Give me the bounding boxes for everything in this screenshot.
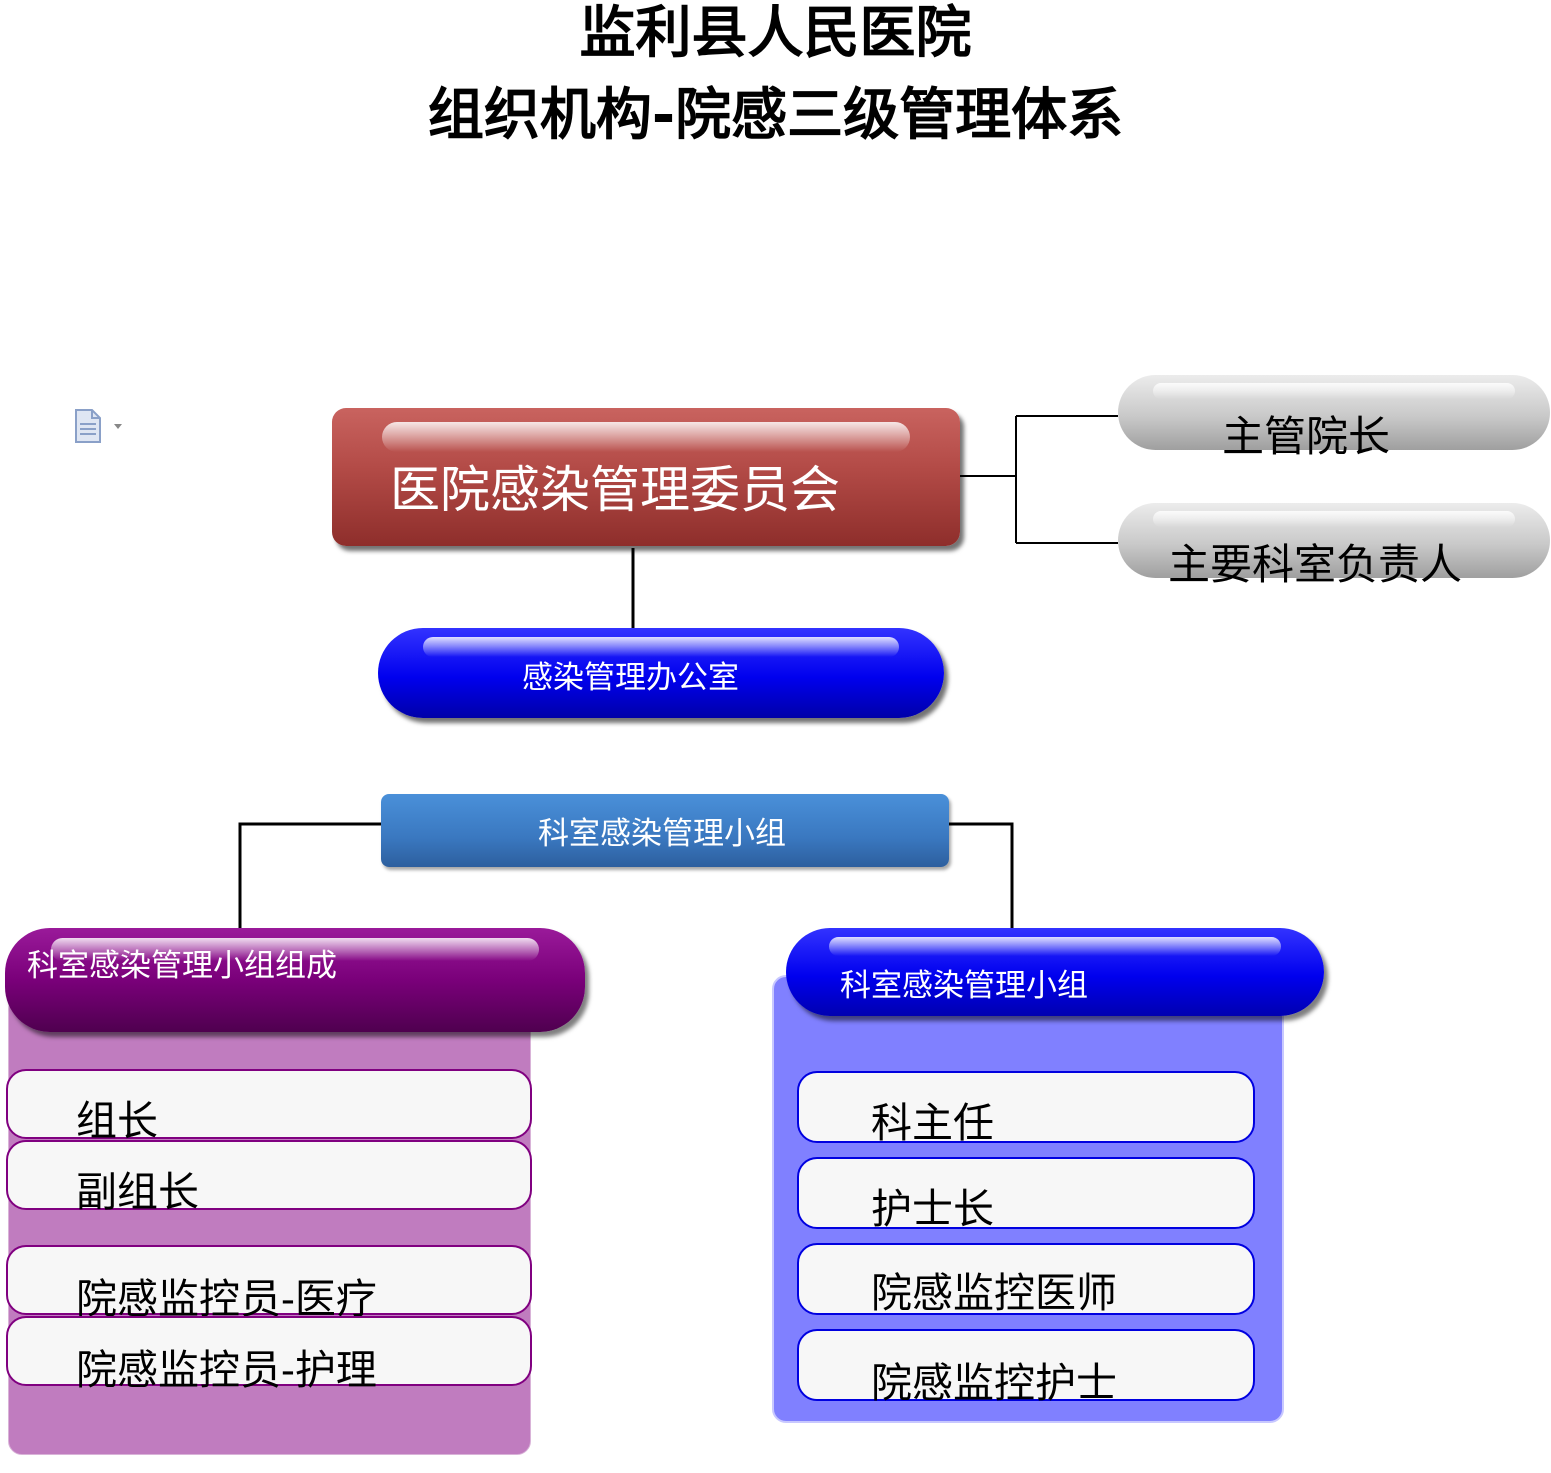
right-item: 护士长 xyxy=(797,1157,1255,1233)
page-title: 监利县人民医院 xyxy=(579,1,972,66)
left-item: 院感监控员-护理 xyxy=(6,1316,532,1394)
connector-to-right-panel xyxy=(949,822,1014,940)
left-panel-header-label: 科室感染管理小组组成 xyxy=(27,948,337,984)
director-label: 主管院长 xyxy=(1222,412,1391,461)
left-panel-header: 科室感染管理小组组成 xyxy=(5,928,585,1032)
right-item-label: 院感监控护士 xyxy=(871,1359,1117,1407)
office-label: 感染管理办公室 xyxy=(522,660,739,696)
left-item: 组长 xyxy=(6,1069,532,1145)
left-item: 副组长 xyxy=(6,1140,532,1216)
dept-group-box: 科室感染管理小组 xyxy=(381,794,949,867)
director-box: 主管院长 xyxy=(1118,375,1550,461)
left-item-label: 副组长 xyxy=(76,1168,199,1216)
left-item-label: 院感监控员-医疗 xyxy=(76,1275,377,1323)
page-subtitle: 组织机构-院感三级管理体系 xyxy=(427,83,1124,148)
right-item-label: 护士长 xyxy=(871,1185,994,1233)
dept-heads-label: 主要科室负责人 xyxy=(1168,540,1463,589)
connector-to-left-panel xyxy=(238,822,381,940)
document-icon[interactable] xyxy=(74,408,122,444)
left-item-label: 组长 xyxy=(76,1097,158,1145)
right-item: 科主任 xyxy=(797,1071,1255,1147)
right-panel-header: 科室感染管理小组 xyxy=(786,928,1324,1016)
committee-box: 医院感染管理委员会 xyxy=(332,408,960,546)
dept-heads-box: 主要科室负责人 xyxy=(1118,503,1550,589)
right-item-label: 科主任 xyxy=(871,1099,994,1147)
right-item: 院感监控医师 xyxy=(797,1243,1255,1317)
left-item-label: 院感监控员-护理 xyxy=(76,1346,377,1394)
dept-group-label: 科室感染管理小组 xyxy=(538,816,786,852)
right-item-label: 院感监控医师 xyxy=(871,1269,1117,1317)
right-item: 院感监控护士 xyxy=(797,1329,1255,1407)
left-item: 院感监控员-医疗 xyxy=(6,1245,532,1323)
office-box: 感染管理办公室 xyxy=(378,628,944,718)
committee-label: 医院感染管理委员会 xyxy=(390,461,840,519)
right-panel-header-label: 科室感染管理小组 xyxy=(840,968,1088,1004)
